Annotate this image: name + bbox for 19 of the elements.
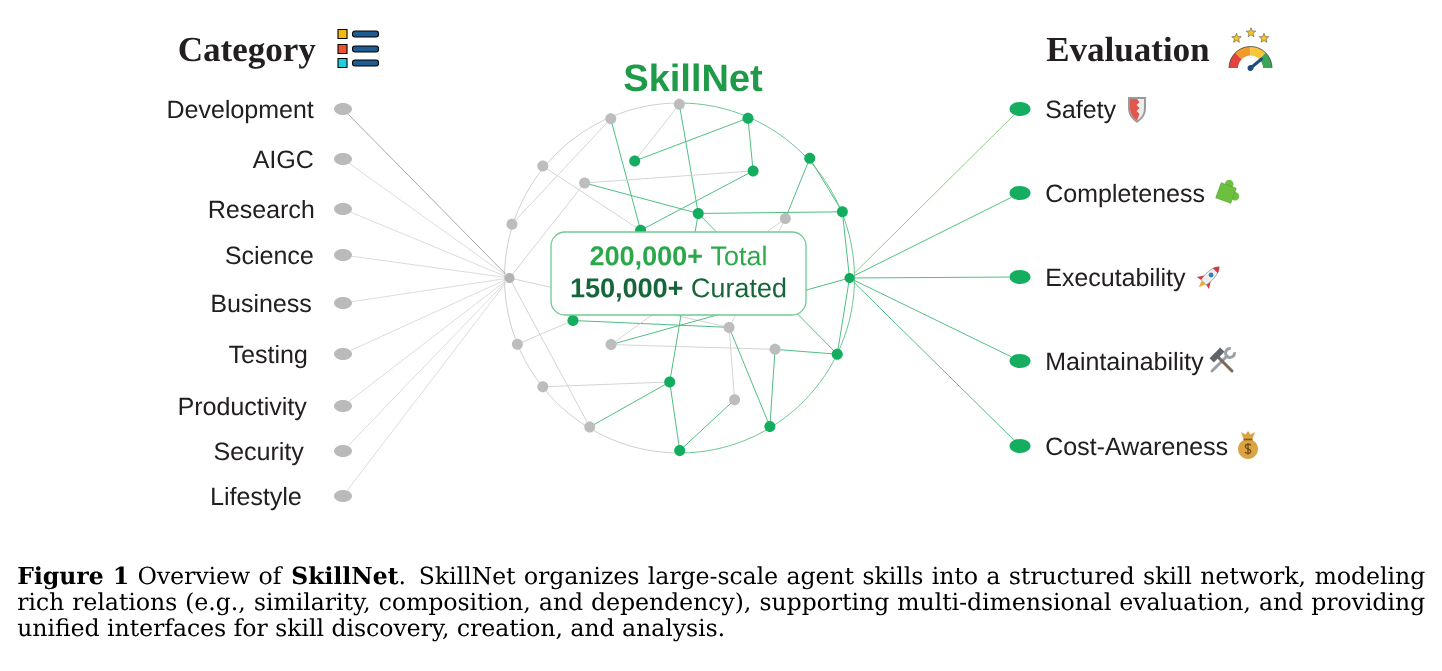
- category-label: Research: [209, 199, 314, 219]
- evaluation-label: Executability: [1047, 267, 1186, 292]
- category-label: Lifestyle: [212, 486, 301, 511]
- category-label: Business: [212, 293, 311, 313]
- category-label: Testing: [229, 344, 307, 369]
- column-heading: Category: [179, 37, 316, 69]
- category-label: AIGC: [252, 150, 313, 169]
- category-label: Development: [168, 99, 314, 124]
- category-label: Productivity: [179, 396, 307, 421]
- caption: Figure 1 Overview of SkillNet. SkillNet organizes large-scale agent skills into a structured skill network, modeling rich relations (e.g., similarity, composition, and dependency), supporting multi-dimensional evaluation, and providing unified interfaces for skill discovery, creation, and analysis.: [17, 566, 1425, 642]
- evaluation-label: Completeness: [1046, 183, 1205, 208]
- stats-box: 200,000+ Total 150,000+ Curated: [550, 231, 807, 316]
- evaluation-label: Cost-Awareness: [1046, 437, 1228, 456]
- title: SkillNet: [624, 63, 763, 92]
- category-label: Science: [226, 245, 313, 265]
- evaluation-label: Safety: [1046, 99, 1117, 124]
- column-heading: Evaluation: [1046, 36, 1210, 62]
- category-label: Security: [214, 441, 304, 466]
- evaluation-label: Maintainability: [1047, 351, 1204, 376]
